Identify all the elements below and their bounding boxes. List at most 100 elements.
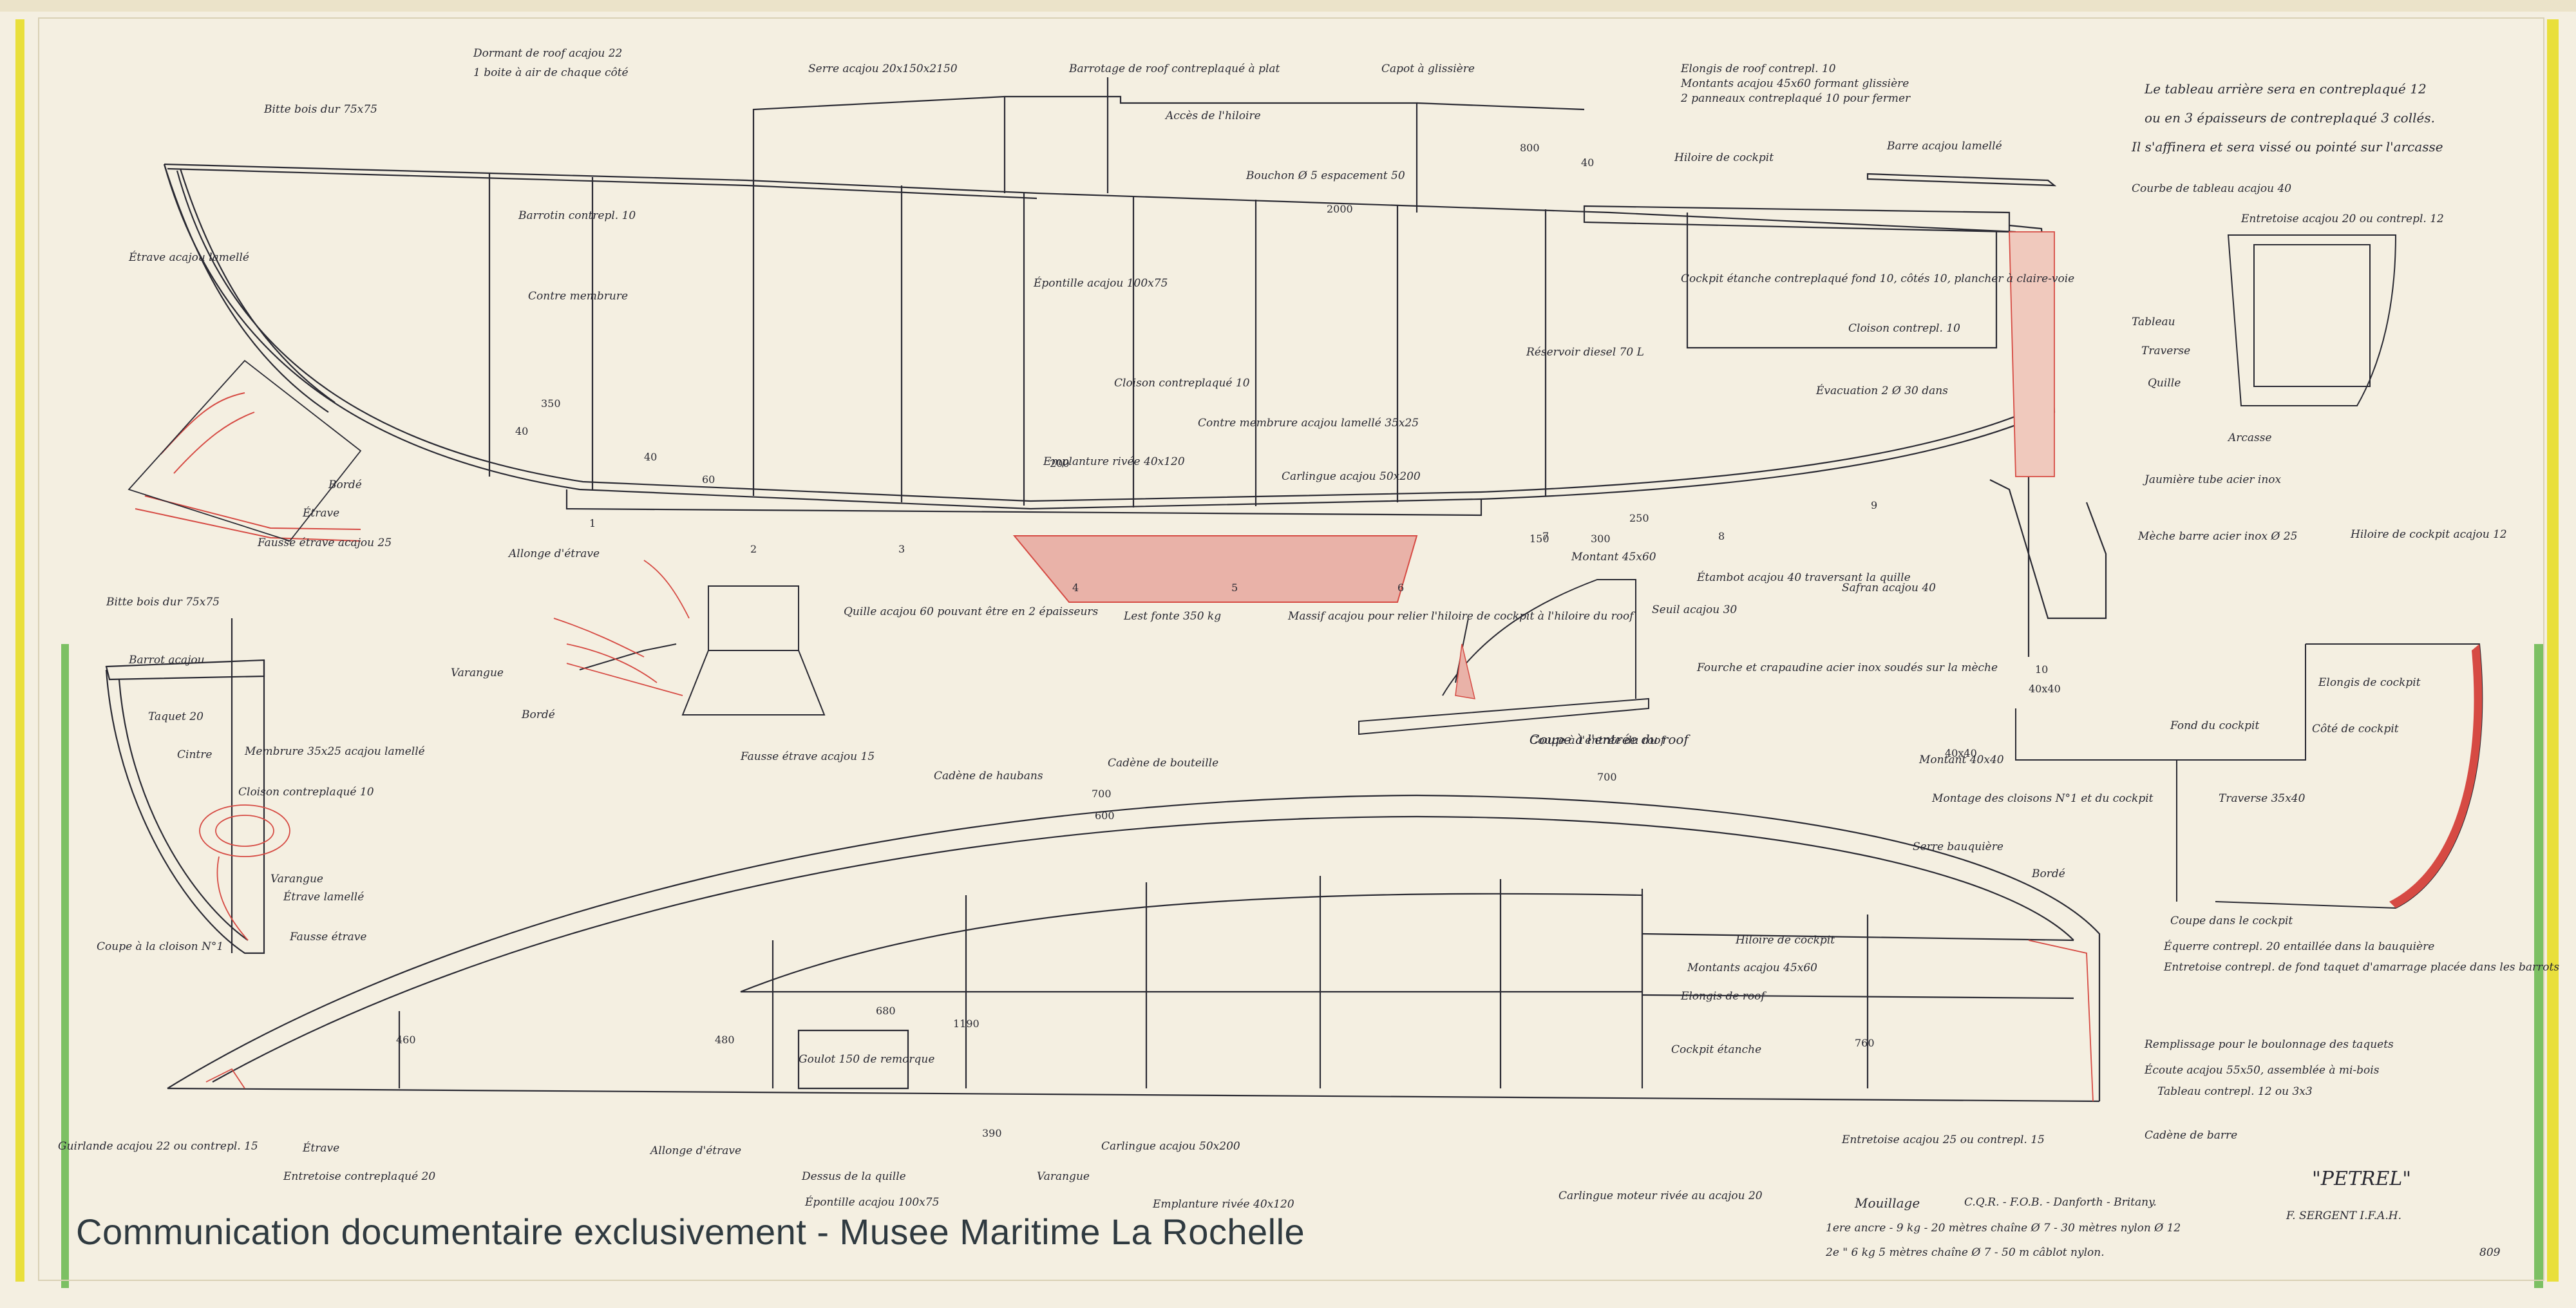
station-numbers-0: 1 xyxy=(589,517,596,529)
note-line-1: Le tableau arrière sera en contreplaqué … xyxy=(2144,81,2427,97)
labels-plan-2: Serre bauquière xyxy=(1913,840,2003,853)
labels-profile-45: Coupe à l'entrée du roof xyxy=(1530,734,1667,747)
labels-profile-13: Hiloire de cockpit xyxy=(1674,151,1774,164)
labels-plan-18: Carlingue moteur rivée au acajou 20 xyxy=(1558,1190,1763,1202)
labels-profile-12: 2 panneaux contreplaqué 10 pour fermer xyxy=(1680,92,1911,105)
title-block: Mouillage C.Q.R. - F.O.B. - Danforth - B… xyxy=(1825,1168,2501,1259)
dimensions-13: 600 xyxy=(1095,810,1115,822)
labels-profile-18: Contre membrure xyxy=(528,290,628,303)
station-frames xyxy=(488,174,1547,507)
labels-plan-30: Traverse 35x40 xyxy=(2219,792,2306,805)
labels-plan-12: Allonge d'étrave xyxy=(649,1144,741,1157)
labels-profile-0: Bitte bois dur 75x75 xyxy=(263,103,377,116)
labels-profile-9: Bouchon Ø 5 espacement 50 xyxy=(1245,169,1405,182)
labels-profile-29: Fausse étrave acajou 25 xyxy=(257,536,392,549)
labels-plan-24: Entretoise contrepl. de fond taquet d'am… xyxy=(2163,961,2559,974)
labels-profile-28: Arcasse xyxy=(2227,431,2272,444)
labels-profile-11: Montants acajou 45x60 formant glissière xyxy=(1680,77,1909,90)
labels-profile-19: Épontille acajou 100x75 xyxy=(1033,276,1168,290)
roof-entry-red xyxy=(1455,643,1475,699)
lead-ballast-keel xyxy=(1012,535,1418,603)
dimensions-10: 40 xyxy=(1581,156,1594,169)
plan-cabin-roof xyxy=(740,893,1643,993)
dimensions-16: 760 xyxy=(1855,1037,1875,1049)
labels-profile-22: Cockpit étanche contreplaqué fond 10, cô… xyxy=(1681,272,2074,285)
labels-profile-32: Allonge d'étrave xyxy=(507,547,600,560)
labels-plan-3: Bordé xyxy=(2031,867,2065,880)
dimensions-0: 350 xyxy=(541,397,561,410)
plan-frames xyxy=(398,876,1869,1088)
tiller xyxy=(1866,173,2057,187)
labels-plan-4: Hiloire de cockpit xyxy=(1735,934,1835,947)
roof-entry-title: Coupe à l'entrée du roof xyxy=(1530,732,1690,747)
labels-midship-12: Fausse étrave acajou 15 xyxy=(740,750,875,763)
labels-profile-27: Quille xyxy=(2148,377,2181,390)
dimensions-3: 60 xyxy=(702,473,715,486)
dimensions-2: 40 xyxy=(644,451,657,463)
stem-detail-red xyxy=(135,392,361,542)
labels-profile-43: Mèche barre acier inox Ø 25 xyxy=(2137,530,2297,543)
rudder xyxy=(1989,479,2107,620)
mouillage-line-1: 1ere ancre - 9 kg - 20 mètres chaîne Ø 7… xyxy=(1826,1222,2181,1235)
plan-centerline xyxy=(167,1087,2100,1103)
notes-top-right: Le tableau arrière sera en contreplaqué … xyxy=(2131,81,2443,155)
labels-plan-5: Montants acajou 45x60 xyxy=(1687,962,1817,974)
dimensions-7: 300 xyxy=(1591,533,1611,545)
labels-profile-44: Hiloire de cockpit acajou 12 xyxy=(2350,528,2507,541)
labels-plan-25: Équerre contrepl. 20 entaillée dans la b… xyxy=(2163,940,2434,953)
profile-view xyxy=(163,77,2107,657)
transom-section-red xyxy=(2009,231,2055,477)
labels-profile-33: Emplanture rivée 40x120 xyxy=(1043,455,1185,468)
labels-profile-4: Barrotin contrepl. 10 xyxy=(518,209,636,222)
station-numbers-7: 8 xyxy=(1718,530,1725,542)
station-numbers-1: 2 xyxy=(750,543,757,555)
labels-midship-9: Coupe à la cloison N°1 xyxy=(97,940,223,953)
note-line-3: Il s'affinera et sera vissé ou pointé su… xyxy=(2131,139,2443,155)
dimensions-9: 800 xyxy=(1520,142,1540,154)
labels-profile-23: Réservoir diesel 70 L xyxy=(1526,346,1644,359)
stem-curve xyxy=(163,164,329,413)
sheer-line xyxy=(164,163,2016,233)
cockpit-well xyxy=(1686,213,1998,349)
labels-profile-37: Montant 45x60 xyxy=(1571,551,1656,564)
labels-plan-29: Fond du cockpit xyxy=(2170,719,2259,732)
labels-profile-10: Elongis de roof contrepl. 10 xyxy=(1680,62,1836,75)
station-numbers-4: 5 xyxy=(1231,582,1238,594)
labels-midship-6: Varangue xyxy=(270,873,323,886)
dimensions-5: 250 xyxy=(1629,512,1649,524)
labels-plan-6: Elongis de roof xyxy=(1680,990,1766,1003)
labels-plan-13: Dessus de la quille xyxy=(801,1170,906,1183)
sheet-number: 809 xyxy=(2479,1246,2501,1259)
keel-section-red xyxy=(553,560,690,696)
dimensions-21: 40x40 xyxy=(2029,683,2061,695)
plan-anchor-locker xyxy=(797,1029,909,1090)
station-numbers-3: 4 xyxy=(1072,582,1079,594)
mouillage-line-2: 2e " 6 kg 5 mètres chaîne Ø 7 - 50 m câb… xyxy=(1825,1246,2105,1259)
labels-profile-42: Jaumière tube acier inox xyxy=(2143,473,2282,486)
right-yellow-tape xyxy=(2547,19,2559,1282)
labels-profile-35: Lest fonte 350 kg xyxy=(1123,610,1221,623)
plan-sheer xyxy=(167,794,2101,1101)
labels-plan-27: Elongis de cockpit xyxy=(2318,676,2421,689)
left-yellow-tape xyxy=(15,19,24,1282)
note-line-2: ou en 3 épaisseurs de contreplaqué 3 col… xyxy=(2145,110,2435,126)
dimensions-8: 2000 xyxy=(1327,203,1353,215)
cockpit-coaming xyxy=(1583,205,2011,233)
labels-midship-2: Taquet 20 xyxy=(148,710,204,723)
labels-plan-28: Côté de cockpit xyxy=(2312,723,2399,735)
stem-inner-curve xyxy=(179,168,336,403)
station-numbers-5: 6 xyxy=(1397,582,1404,594)
designer-name: F. SERGENT I.F.A.H. xyxy=(2286,1209,2401,1222)
labels-profile-41: Safran acajou 40 xyxy=(1842,582,1936,594)
labels-profile-15: Courbe de tableau acajou 40 xyxy=(2132,182,2291,195)
cabin-uprights xyxy=(1003,77,1585,193)
labels-plan-7: Cockpit étanche xyxy=(1671,1043,1761,1056)
station-numbers-9: 10 xyxy=(2035,663,2048,676)
stem-detail xyxy=(128,359,362,542)
labels-midship-3: Cintre xyxy=(177,748,212,761)
labels-midship-7: Étrave lamellé xyxy=(283,890,364,904)
labels-midship-1: Barrot acajou xyxy=(128,654,205,667)
